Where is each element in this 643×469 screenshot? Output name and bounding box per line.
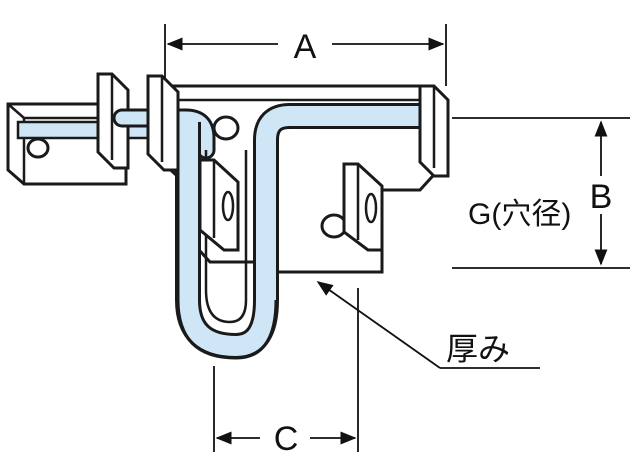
label-b: B <box>590 178 613 216</box>
thickness-leader: 厚み <box>316 281 540 369</box>
label-thickness: 厚み <box>446 331 510 367</box>
body-hole-bottom-icon <box>320 213 348 239</box>
keeper-hole-icon <box>26 137 50 159</box>
dimension-b: B <box>452 117 630 269</box>
keeper-bracket <box>6 72 152 186</box>
guide-tab-right <box>342 162 384 252</box>
guide-tab-middle <box>198 158 240 252</box>
dimension-c: C <box>213 288 359 458</box>
sliding-bolt <box>112 103 430 360</box>
label-g-hole-diameter: G(穴径) <box>468 198 571 231</box>
label-a: A <box>294 28 317 66</box>
body-tab-right <box>418 84 450 178</box>
dimension-a: A <box>164 24 447 86</box>
body-hole-top-icon <box>212 115 240 141</box>
label-c: C <box>274 420 299 458</box>
body-tab-left <box>146 74 180 172</box>
